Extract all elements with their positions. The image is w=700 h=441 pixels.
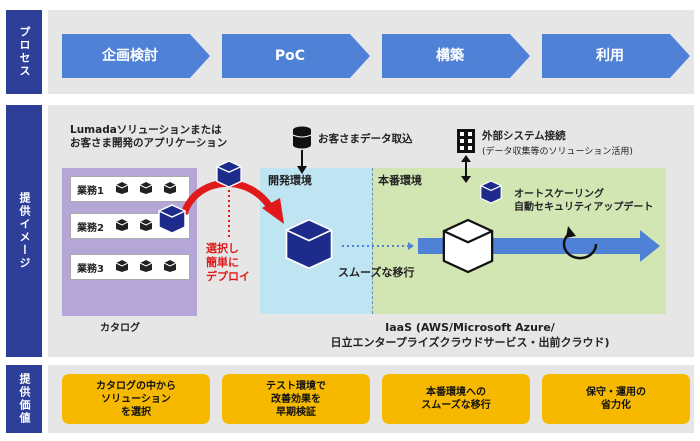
value-box-verify: テスト環境で 改善効果を 早期検証: [222, 374, 370, 424]
row-label-image: 提供イメージ: [6, 105, 42, 357]
task-label: 業務2: [77, 223, 104, 234]
step-planning: 企画検討: [62, 34, 210, 78]
cube-icon: [139, 260, 153, 272]
step-label: 構築: [436, 48, 464, 64]
step-build: 構築: [382, 34, 530, 78]
external-arrow-head-up: [461, 155, 471, 162]
cube-icon: [115, 219, 129, 231]
deploy-arrow-head: [262, 198, 284, 224]
select-deploy-label: 選択し 簡単に デプロイ: [206, 242, 250, 283]
step-use: 利用: [542, 34, 690, 78]
step-poc: PoC: [222, 34, 370, 78]
building-icon: [457, 129, 475, 153]
value-box-maintenance: 保守・運用の 省力化: [542, 374, 690, 424]
step-label: 利用: [596, 48, 624, 64]
step-label: 企画検討: [102, 48, 158, 64]
autoscale-label: オートスケーリング 自動セキュリティアップデート: [514, 189, 654, 213]
catalog-label: カタログ: [100, 323, 140, 334]
data-import-label: お客さまデータ取込: [318, 133, 413, 145]
external-arrow-head-down: [461, 176, 471, 183]
iaas-label: IaaS (AWS/Microsoft Azure/ 日立エンタープライズクラウ…: [330, 321, 610, 349]
update-cube-icon: [480, 180, 502, 204]
dev-app-cube-icon: [285, 218, 333, 270]
cube-icon: [139, 182, 153, 194]
prod-app-cube-icon: [442, 218, 494, 274]
value-box-select: カタログの中から ソリューション を選択: [62, 374, 210, 424]
database-icon: [292, 126, 312, 149]
import-arrow-head: [297, 166, 307, 174]
chevron-arrow-shape: [382, 34, 530, 78]
dotted-arrow-head: [408, 242, 414, 250]
value-box-migration: 本番環境への スムーズな移行: [382, 374, 530, 424]
step-label: PoC: [274, 48, 306, 64]
cube-icon: [139, 219, 153, 231]
cube-icon: [115, 182, 129, 194]
rotate-icon: [562, 230, 598, 260]
smooth-migration-label: スムーズな移行: [338, 266, 415, 279]
cube-icon: [115, 260, 129, 272]
dev-env-label: 開発環境: [268, 174, 312, 187]
catalog-source-text: Lumadaソリューションまたは お客さま開発のアプリケーション: [70, 124, 228, 149]
chevron-arrow-shape: [542, 34, 690, 78]
task-label: 業務1: [77, 186, 104, 197]
prod-env-label: 本番環境: [378, 174, 422, 187]
rotate-icon-head: [566, 226, 576, 238]
cube-icon: [163, 182, 177, 194]
env-divider: [372, 168, 373, 314]
chevron-arrow-shape: [62, 34, 210, 78]
selected-app-cube-icon: [158, 204, 186, 234]
external-system-label: 外部システム接続: [482, 130, 566, 142]
deploying-cube-icon: [216, 160, 242, 188]
row-label-value: 提供価値: [6, 365, 42, 433]
task-label: 業務3: [77, 264, 104, 275]
task-row-1: 業務1: [70, 176, 190, 202]
cube-icon: [163, 260, 177, 272]
task-row-3: 業務3: [70, 254, 190, 280]
external-system-sub: (データ収集等のソリューション活用): [482, 147, 633, 157]
chevron-arrow-shape: [222, 34, 370, 78]
deploy-arrow: [180, 180, 276, 216]
row-label-process: プロセス: [6, 10, 42, 94]
